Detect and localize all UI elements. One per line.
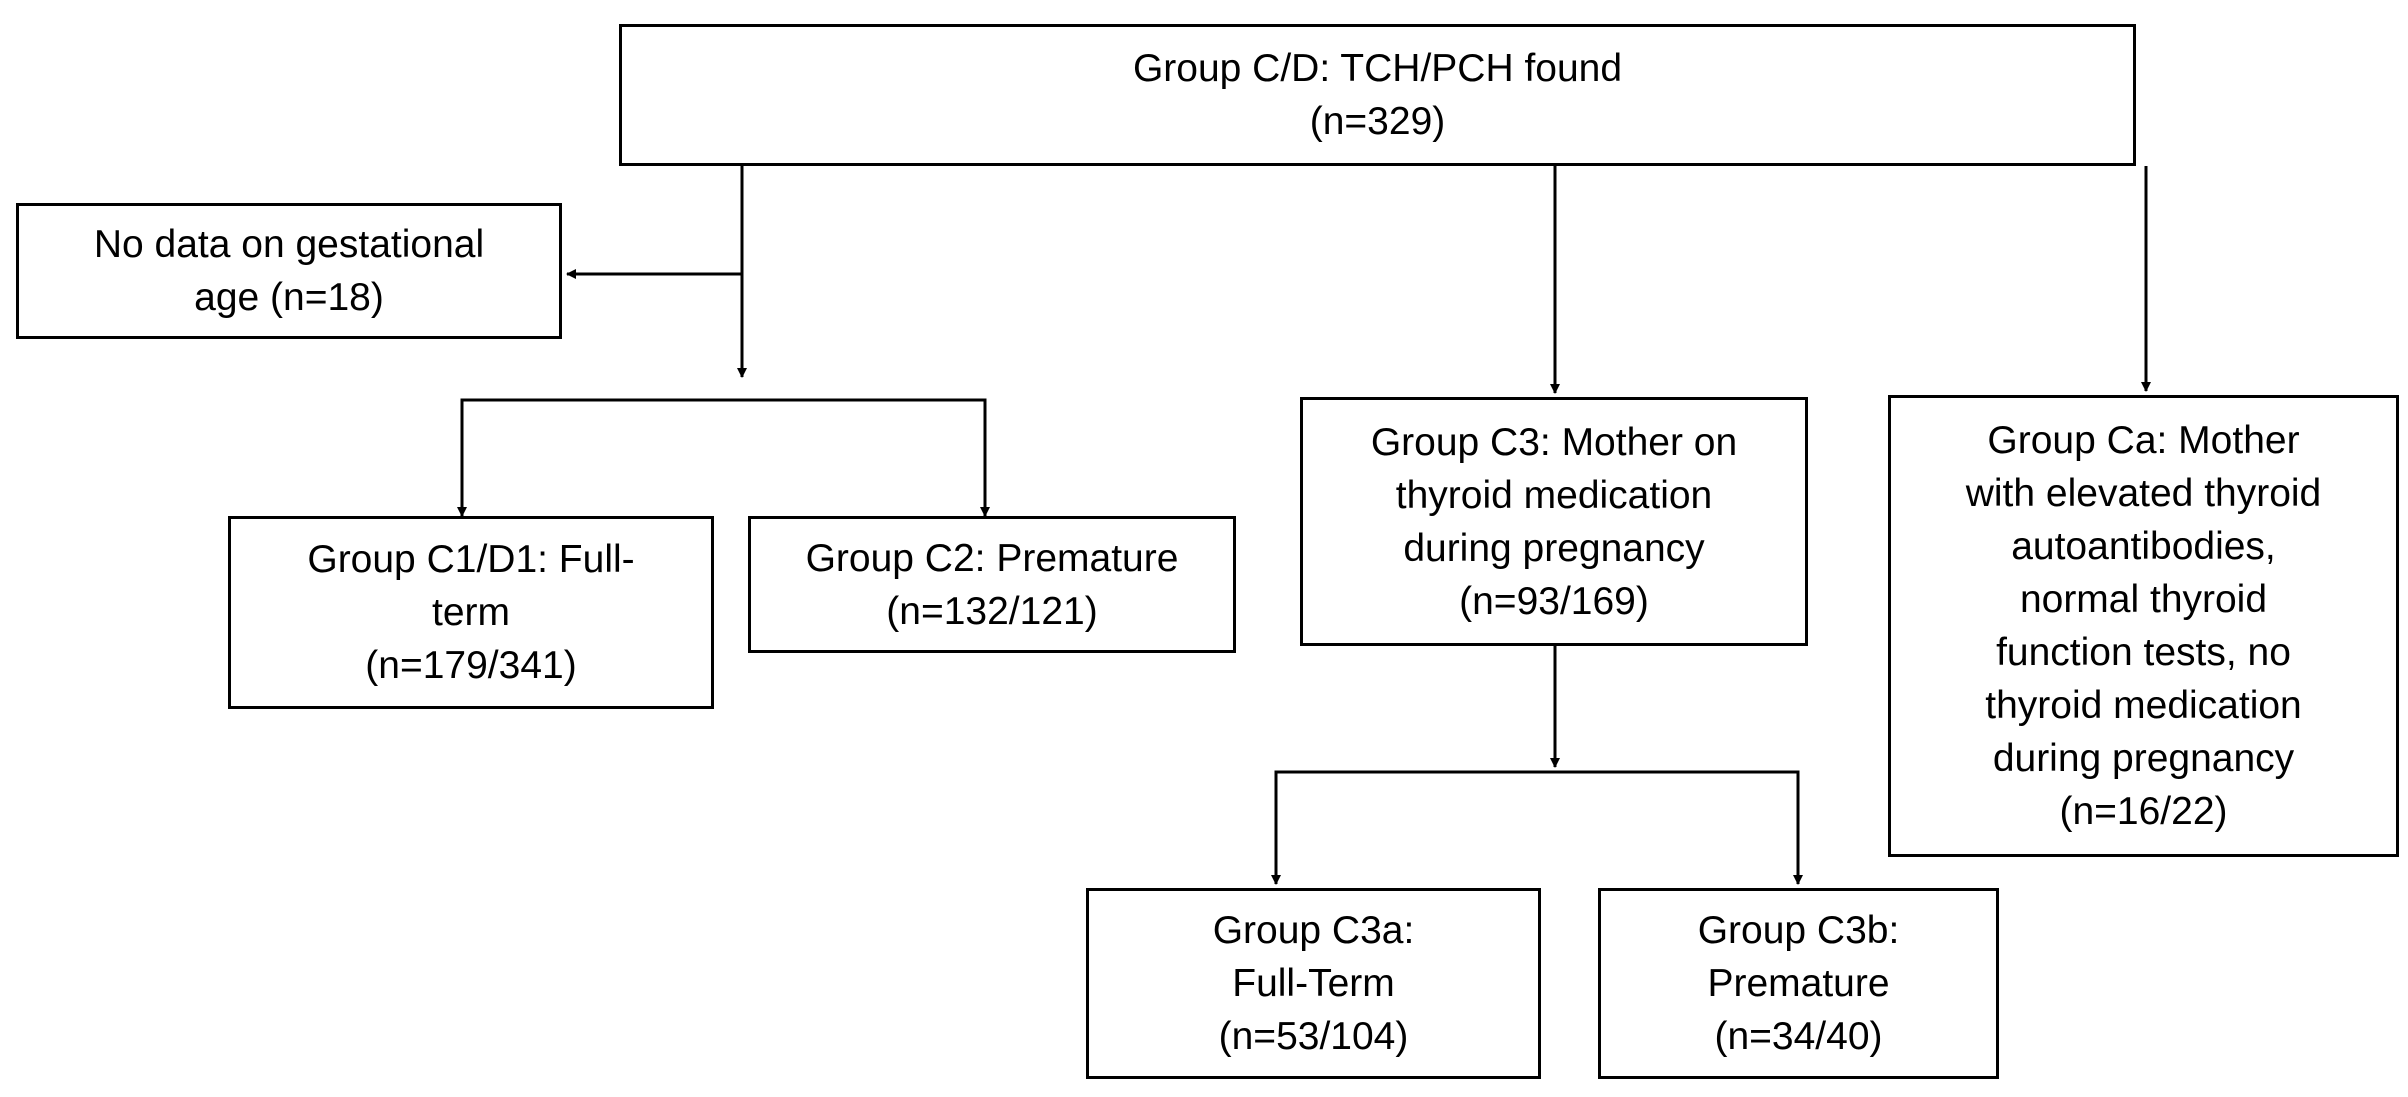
connector-split-c1-c2 xyxy=(460,398,987,513)
node-c3-line-1: Group C3: Mother on xyxy=(1370,420,1738,464)
node-c3a: Group C3a: Full-Term (n=53/104) xyxy=(1086,888,1541,1079)
node-ca-line-7: during pregnancy xyxy=(1992,737,2295,780)
node-c3-line-3: during pregnancy xyxy=(1403,526,1705,570)
node-no-data-line-2: age (n=18) xyxy=(194,276,384,319)
node-ca-line-4: normal thyroid xyxy=(2019,578,2268,621)
node-c1d1: Group C1/D1: Full- term (n=179/341) xyxy=(228,516,714,709)
node-ca-line-6: thyroid medication xyxy=(1985,684,2302,727)
node-ca-line-8: (n=16/22) xyxy=(2059,790,2228,833)
node-root-line-2: (n=329) xyxy=(1309,100,1446,143)
node-c3a-line-1: Group C3a: xyxy=(1212,909,1415,952)
node-root-line-1: Group C/D: TCH/PCH found xyxy=(1132,47,1623,90)
node-c2-line-2: (n=132/121) xyxy=(886,589,1098,633)
node-c3b-line-3: (n=34/40) xyxy=(1714,1015,1883,1058)
node-ca: Group Ca: Mother with elevated thyroid a… xyxy=(1888,395,2399,857)
connector-split-c3a-c3b xyxy=(1274,770,1800,870)
node-ca-line-2: with elevated thyroid xyxy=(1965,472,2322,515)
node-no-data-line-1: No data on gestational xyxy=(93,223,485,266)
node-root: Group C/D: TCH/PCH found (n=329) xyxy=(619,24,2136,166)
node-no-data: No data on gestational age (n=18) xyxy=(16,203,562,339)
node-c3a-line-2: Full-Term xyxy=(1232,962,1395,1005)
node-c1d1-line-1: Group C1/D1: Full- xyxy=(307,538,635,581)
node-ca-line-1: Group Ca: Mother xyxy=(1987,419,2300,462)
node-c3b-line-1: Group C3b: xyxy=(1697,909,1900,952)
node-c3-line-4: (n=93/169) xyxy=(1459,579,1649,623)
node-c3b: Group C3b: Premature (n=34/40) xyxy=(1598,888,1999,1079)
node-c3: Group C3: Mother on thyroid medication d… xyxy=(1300,397,1808,646)
node-ca-line-3: autoantibodies, xyxy=(2011,525,2276,568)
node-c1d1-line-3: (n=179/341) xyxy=(365,644,577,687)
node-c3-line-2: thyroid medication xyxy=(1395,473,1713,517)
node-c3a-line-3: (n=53/104) xyxy=(1218,1015,1409,1058)
node-c3b-line-2: Premature xyxy=(1707,962,1890,1005)
node-c1d1-line-2: term xyxy=(432,591,510,634)
node-ca-line-5: function tests, no xyxy=(1996,631,2291,674)
node-c2-line-1: Group C2: Premature xyxy=(805,536,1179,580)
node-c2: Group C2: Premature (n=132/121) xyxy=(748,516,1236,653)
